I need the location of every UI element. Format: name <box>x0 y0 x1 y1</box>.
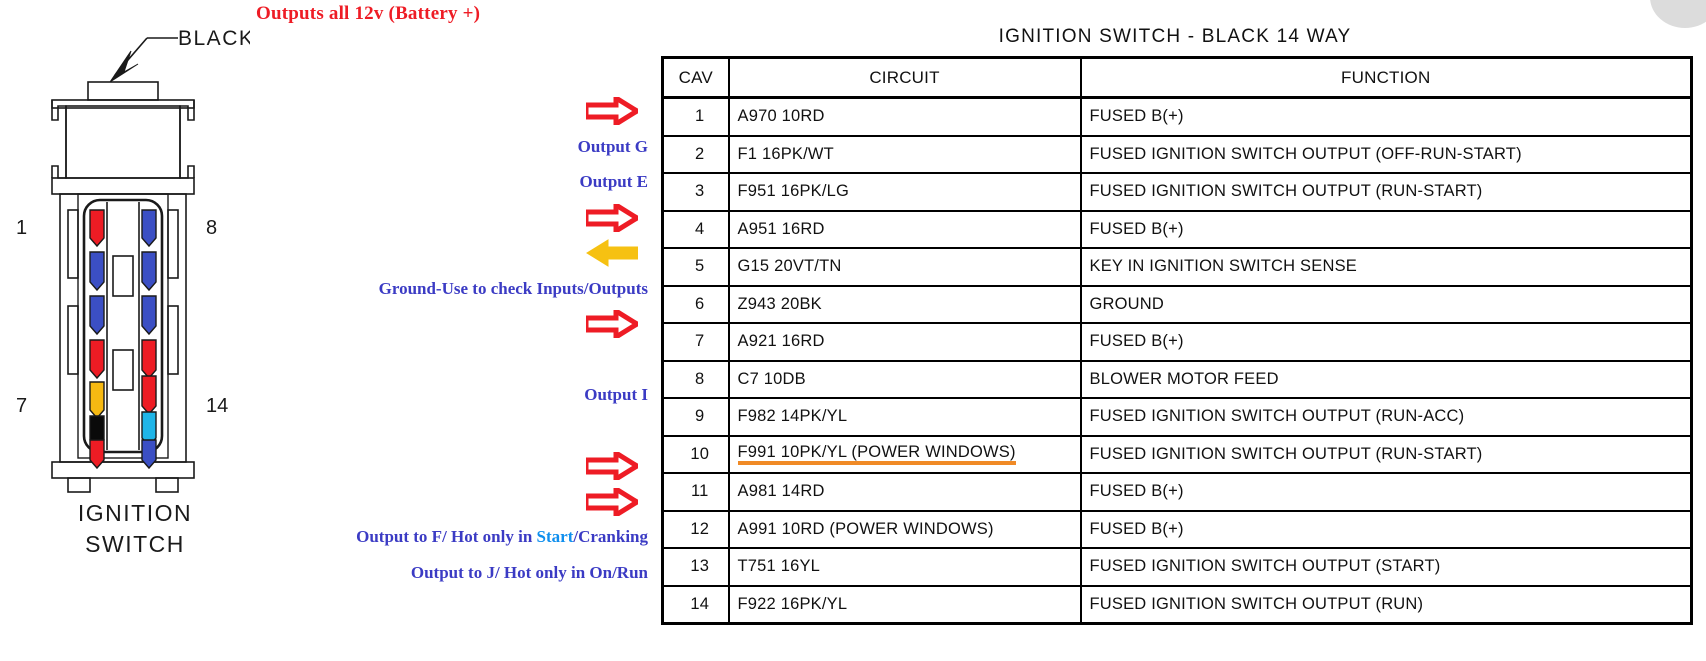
table-header-row: CAV CIRCUIT FUNCTION <box>661 56 1693 99</box>
table-title: IGNITION SWITCH - BLACK 14 WAY <box>998 26 1352 47</box>
cell-circuit: F922 16PK/YL <box>727 584 1082 625</box>
cell-function: FUSED B(+) <box>1079 322 1693 362</box>
cell-circuit: F951 16PK/LG <box>727 172 1082 212</box>
cell-function: FUSED B(+) <box>1079 472 1693 512</box>
cell-function: FUSED B(+) <box>1079 509 1693 549</box>
cell-cav: 1 <box>661 96 730 137</box>
cell-function: GROUND <box>1079 284 1693 324</box>
cell-circuit: A991 10RD (POWER WINDOWS) <box>727 509 1082 549</box>
annotation-label: Output to J/ Hot only in On/Run <box>410 562 648 582</box>
cell-function: FUSED IGNITION SWITCH OUTPUT (OFF-RUN-ST… <box>1079 134 1693 174</box>
cell-cav: 13 <box>661 547 730 587</box>
pin-number-8: 8 <box>206 217 217 239</box>
cell-circuit: A970 10RD <box>727 96 1082 137</box>
annotation-arrow-right-red <box>583 93 642 129</box>
connector-caption-line-1: IGNITION <box>77 500 193 526</box>
terminals-left <box>89 209 105 470</box>
cell-circuit: A921 16RD <box>727 322 1082 362</box>
cell-circuit: F991 10PK/YL (POWER WINDOWS) <box>727 434 1082 474</box>
cell-cav: 5 <box>661 247 730 287</box>
cell-function: FUSED B(+) <box>1079 96 1693 137</box>
cell-cav: 9 <box>661 397 730 437</box>
connector-caption: IGNITION SWITCH <box>45 498 225 560</box>
cell-circuit: F1 16PK/WT <box>727 134 1082 174</box>
annotation-label: Output to F/ Hot only in Start/Cranking <box>356 527 648 547</box>
cell-cav: 14 <box>661 584 730 625</box>
cell-circuit: A951 16RD <box>727 209 1082 249</box>
pin-number-1: 1 <box>16 217 27 239</box>
cell-function: KEY IN IGNITION SWITCH SENSE <box>1079 247 1693 287</box>
cell-cav: 10 <box>661 434 730 474</box>
annotation-label: Ground-Use to check Inputs/Outputs <box>378 278 648 298</box>
table-row: 10 F991 10PK/YL (POWER WINDOWS) FUSED IGNI… <box>661 434 1693 474</box>
connector-callout-label: BLACK <box>178 27 250 50</box>
cell-cav: 6 <box>661 284 730 324</box>
cell-function: FUSED IGNITION SWITCH OUTPUT (RUN-START) <box>1079 172 1693 212</box>
cell-cav: 8 <box>661 359 730 399</box>
cell-function: FUSED IGNITION SWITCH OUTPUT (RUN-ACC) <box>1079 397 1693 437</box>
annotation-label: Output E <box>579 172 649 191</box>
column-header-cav: CAV <box>661 56 730 99</box>
connector-diagram: 1 8 7 14 BLACK <box>0 20 250 500</box>
annotation-arrow-right-red <box>583 306 642 342</box>
pin-number-7: 7 <box>16 395 27 417</box>
cell-circuit: C7 10DB <box>727 359 1082 399</box>
orange-underline-highlight: F991 10PK/YL (POWER WINDOWS) <box>737 444 1016 466</box>
annotation-highlight-start: Start <box>536 527 574 546</box>
cell-function: FUSED IGNITION SWITCH OUTPUT (START) <box>1079 547 1693 587</box>
cell-circuit: T751 16YL <box>727 547 1082 587</box>
annotation-arrow-right-red <box>583 448 642 484</box>
cell-function: FUSED IGNITION SWITCH OUTPUT (RUN-START) <box>1079 434 1693 474</box>
cell-cav: 7 <box>661 322 730 362</box>
terminals-right <box>141 209 157 470</box>
annotation-text-part: /Cranking <box>573 527 648 546</box>
annotation-arrow-left-yellow <box>586 239 639 267</box>
annotation-text-part: Output to F/ Hot only in <box>356 527 537 546</box>
cell-cav: 12 <box>661 509 730 549</box>
cell-circuit: F982 14PK/YL <box>727 397 1082 437</box>
annotation-label: Output G <box>577 136 648 156</box>
cell-cav: 2 <box>661 134 730 174</box>
connector-caption-line-2: SWITCH <box>85 531 185 557</box>
cell-circuit: Z943 20BK <box>727 284 1082 324</box>
cell-cav: 3 <box>661 172 730 212</box>
cell-cav: 4 <box>661 209 730 249</box>
cell-circuit: G15 20VT/TN <box>727 247 1082 287</box>
pin-number-14: 14 <box>206 395 228 417</box>
column-header-function: FUNCTION <box>1079 56 1693 99</box>
corner-arc-decoration <box>1650 0 1706 28</box>
red-note-label: Outputs all 12v (Battery +) <box>256 3 481 24</box>
cell-cav: 11 <box>661 472 730 512</box>
annotation-column: Output G Output E Ground-Use to check Inpu… <box>0 0 656 661</box>
annotation-label: Output I <box>584 385 648 404</box>
cell-function: FUSED B(+) <box>1079 209 1693 249</box>
column-header-circuit: CIRCUIT <box>727 56 1082 99</box>
annotation-arrow-right-red <box>583 484 642 519</box>
cell-function: FUSED IGNITION SWITCH OUTPUT (RUN) <box>1079 584 1693 625</box>
annotation-arrow-right-red <box>583 200 642 235</box>
cell-function: BLOWER MOTOR FEED <box>1079 359 1693 399</box>
cell-circuit: A981 14RD <box>727 472 1082 512</box>
